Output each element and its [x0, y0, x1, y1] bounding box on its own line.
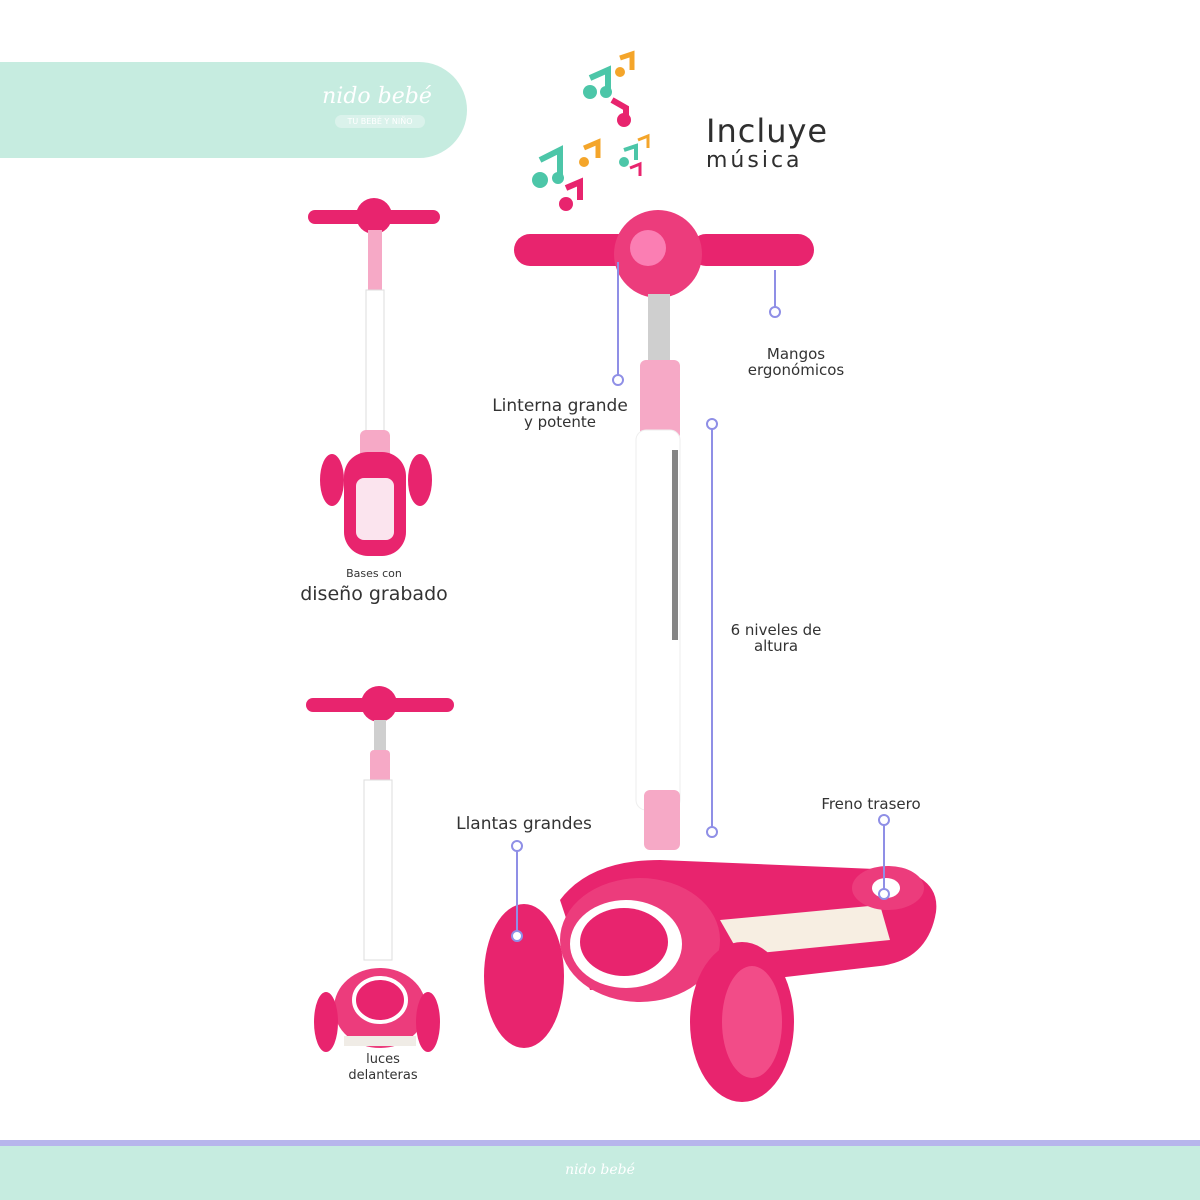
label-wheels-line1: Llantas grandes	[456, 814, 592, 834]
label-flashlight-line2: y potente	[523, 413, 597, 431]
brand-tagline: TU BEBÉ Y NIÑO	[335, 115, 425, 128]
headline-subtitle: música	[706, 148, 803, 173]
label-brake-line1: Freno trasero	[821, 795, 921, 813]
scooter-rear-view	[308, 198, 440, 556]
footer-bar	[0, 1146, 1200, 1200]
label-height: 6 niveles de altura	[716, 622, 836, 654]
label-bases: Bases con diseño grabado	[284, 566, 464, 605]
brand-banner	[0, 62, 467, 158]
main-scooter	[484, 210, 937, 1102]
footer-divider	[0, 1140, 1200, 1146]
label-flashlight-line1: Linterna grande	[492, 396, 628, 416]
label-lights-line1: luces	[366, 1052, 400, 1067]
headline-title: Incluye	[706, 112, 829, 150]
scooter-front-view	[306, 686, 454, 1052]
brand-logo: nido bebé	[322, 84, 432, 109]
label-handles-line1: Mangos	[766, 345, 826, 363]
music-notes-icon	[532, 50, 650, 211]
callout-lines	[511, 262, 890, 942]
label-lights-line2: delanteras	[348, 1068, 418, 1083]
label-height-line1: 6 niveles de	[730, 621, 822, 639]
label-handles: Mangos ergonómicos	[736, 346, 856, 378]
label-wheels: Llantas grandes	[444, 814, 604, 834]
label-height-line2: altura	[753, 637, 799, 655]
label-bases-line2: diseño grabado	[300, 583, 448, 605]
label-bases-line1: Bases con	[346, 567, 402, 580]
footer-logo: nido bebé	[565, 1162, 635, 1178]
label-handles-line2: ergonómicos	[747, 361, 845, 379]
label-lights: luces delanteras	[328, 1052, 438, 1084]
label-flashlight: Linterna grande y potente	[480, 396, 640, 431]
label-brake: Freno trasero	[804, 796, 938, 812]
